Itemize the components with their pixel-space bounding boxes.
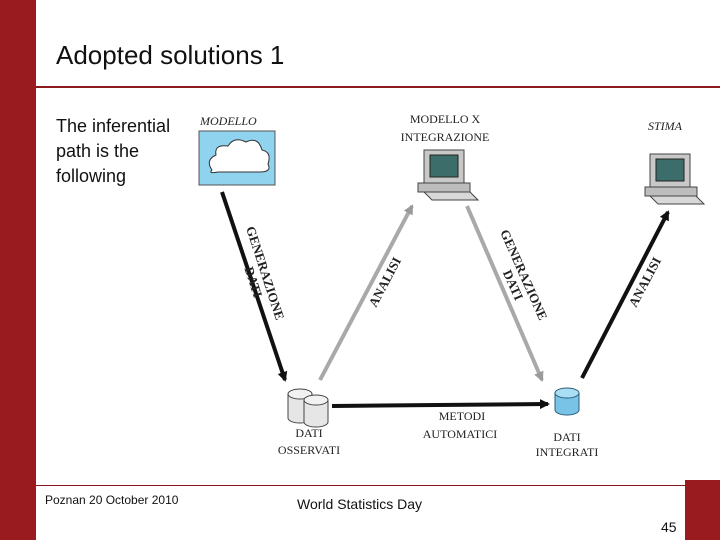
footer-divider (36, 485, 686, 486)
footer-location-date: Poznan 20 October 2010 (45, 493, 179, 507)
label-metodi-line2: AUTOMATICI (423, 427, 497, 441)
bottom-right-accent (685, 480, 720, 540)
label-metodi-line1: METODI (439, 409, 485, 423)
slide-title: Adopted solutions 1 (56, 40, 285, 70)
arrow-analisi-1 (318, 204, 414, 381)
label-modello-x-line2: INTEGRAZIONE (401, 130, 490, 144)
label-stima: STIMA (648, 119, 683, 133)
label-modello-x-line1: MODELLO X (410, 112, 481, 126)
database-icon (554, 387, 580, 416)
label-dati-integrati-line2: INTEGRATI (536, 445, 599, 459)
cloud-icon (198, 130, 276, 186)
left-accent-bar (0, 0, 36, 540)
footer-event: World Statistics Day (297, 496, 422, 512)
label-modello: MODELLO (199, 114, 257, 128)
arrow-metodi-automatici (331, 399, 550, 410)
arrow-analisi-2 (580, 210, 670, 379)
arrow-generazione-dati-2 (465, 205, 544, 382)
computer-icon (644, 153, 706, 205)
database-icon (303, 394, 329, 428)
arrow-generazione-dati-1 (220, 191, 288, 382)
title-divider (36, 86, 720, 88)
page-number: 45 (661, 519, 677, 535)
label-dati-osservati-line2: OSSERVATI (278, 443, 340, 457)
label-dati-integrati-line1: DATI (553, 430, 580, 444)
computer-icon (417, 149, 480, 201)
label-dati-osservati-line1: DATI (295, 426, 322, 440)
intro-text: The inferential path is the following (56, 116, 171, 186)
